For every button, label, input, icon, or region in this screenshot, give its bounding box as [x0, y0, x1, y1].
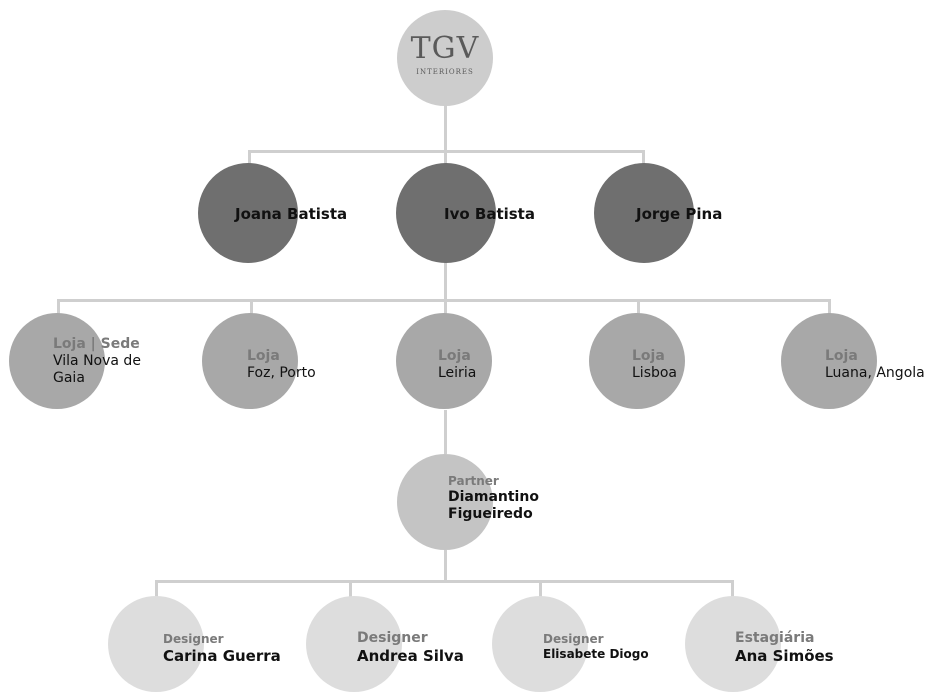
team-name: Carina Guerra [163, 647, 281, 665]
store-label-lisboa: Loja Lisboa [632, 348, 677, 382]
connector-store-4 [637, 299, 640, 315]
team-role: Estagiária [735, 630, 815, 646]
executive-name: Joana Batista [235, 205, 348, 223]
team-name: Ana Simões [735, 647, 834, 665]
team-node-elisabete [492, 596, 588, 692]
store-role: Loja [632, 348, 665, 364]
store-role: Loja [825, 348, 858, 364]
store-node-angola [781, 313, 877, 409]
executive-name: Jorge Pina [636, 205, 723, 223]
logo-text: TGV [410, 31, 480, 66]
team-label-andrea: Designer Andrea Silva [357, 630, 464, 665]
store-node-foz [202, 313, 298, 409]
connector-leiria-partner [444, 410, 447, 454]
partner-name: Diamantino Figueiredo [448, 489, 539, 522]
connector-store-3 [444, 299, 447, 315]
team-node-carina [108, 596, 204, 692]
team-node-andrea [306, 596, 402, 692]
connector-team-3 [539, 580, 542, 598]
store-location: Luana, Angola [825, 365, 925, 381]
connector-store-5 [828, 299, 831, 315]
store-location: Leiria [438, 365, 477, 381]
store-label-foz: Loja Foz, Porto [247, 348, 316, 382]
partner-label: Partner Diamantino Figueiredo [448, 474, 558, 523]
team-label-elisabete: Designer Elisabete Diogo [543, 632, 649, 662]
team-role: Designer [163, 632, 224, 646]
team-name: Elisabete Diogo [543, 647, 649, 661]
store-location: Vila Nova de Gaia [53, 353, 141, 386]
executive-node-joana [198, 163, 298, 263]
connector-team-2 [349, 580, 352, 598]
team-label-carina: Designer Carina Guerra [163, 632, 281, 665]
store-label-gaia: Loja | Sede Vila Nova de Gaia [53, 336, 171, 387]
connector-exec-2 [444, 150, 447, 167]
store-node-lisboa [589, 313, 685, 409]
team-role: Designer [357, 630, 428, 646]
connector-stores-bar [57, 299, 830, 302]
logo-subtext: INTERIORES [416, 68, 474, 76]
root-logo-circle [397, 10, 493, 106]
store-location: Lisboa [632, 365, 678, 381]
store-location: Foz, Porto [247, 365, 316, 381]
executive-node-ivo [396, 163, 496, 263]
store-role: Loja [438, 348, 471, 364]
connector-root-down [444, 102, 447, 152]
connector-exec-3 [642, 150, 645, 167]
store-role: Loja [247, 348, 280, 364]
connector-ivo-down [444, 262, 447, 301]
connector-partner-down [444, 550, 447, 582]
partner-node [397, 454, 493, 550]
partner-role: Partner [448, 474, 499, 488]
store-label-angola: Loja Luana, Angola [825, 348, 925, 382]
store-node-leiria [396, 313, 492, 409]
executive-name: Ivo Batista [444, 205, 535, 223]
store-node-gaia [9, 313, 105, 409]
connector-store-1 [57, 299, 60, 315]
connector-team-1 [155, 580, 158, 598]
team-node-ana [685, 596, 781, 692]
connector-team-4 [731, 580, 734, 598]
connector-exec-1 [248, 150, 251, 167]
connector-store-2 [250, 299, 253, 315]
store-role: Loja | Sede [53, 336, 140, 352]
team-label-ana: Estagiária Ana Simões [735, 630, 834, 665]
store-label-leiria: Loja Leiria [438, 348, 476, 382]
team-name: Andrea Silva [357, 647, 464, 665]
connector-team-bar [155, 580, 734, 583]
executive-node-jorge [594, 163, 694, 263]
team-role: Designer [543, 632, 604, 646]
